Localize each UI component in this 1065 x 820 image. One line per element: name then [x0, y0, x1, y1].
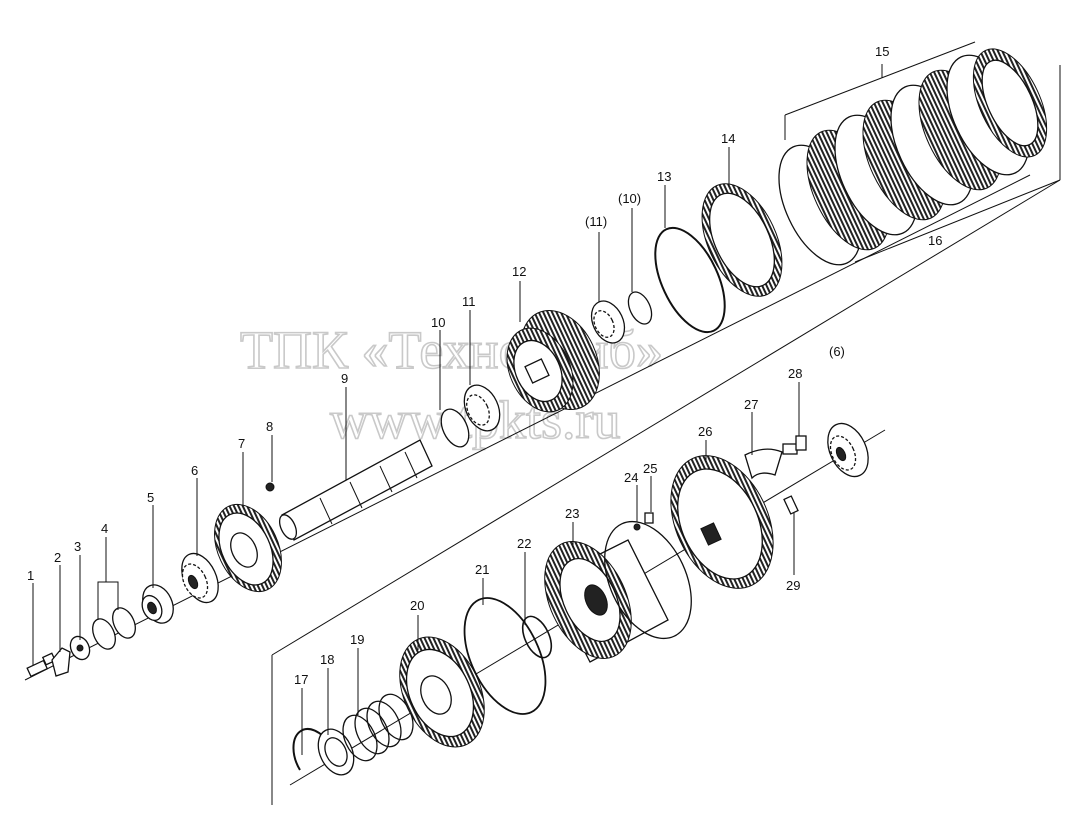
bracket-16-line: [854, 179, 1061, 263]
label-11: 11: [462, 294, 476, 309]
label-10: 10: [431, 315, 445, 330]
label-6b: (6): [829, 344, 845, 359]
part-3-hole: [76, 644, 84, 652]
label-4: 4: [101, 521, 108, 536]
label-19: 19: [350, 632, 364, 647]
part-9-shaft: [278, 439, 433, 541]
label-13: 13: [657, 169, 671, 184]
part-24-ball: [633, 523, 641, 531]
upper-axis-line: [24, 174, 1031, 681]
label-12: 12: [512, 264, 526, 279]
part-8-ball: [265, 482, 275, 492]
part-6-bearing: [181, 552, 219, 604]
part-26-gear-hub: [670, 455, 774, 589]
part-15-16-clutch-pack: [778, 48, 1048, 266]
label-9: 9: [341, 371, 348, 386]
part-13-retaining-ring: [654, 226, 726, 334]
label-2: 2: [54, 550, 61, 565]
part-28-bolt: [782, 435, 807, 455]
label-18: 18: [320, 652, 334, 667]
part-10-snap-ring: [440, 408, 470, 448]
label-11b: (11): [585, 214, 607, 229]
bracket-15-line: [784, 41, 976, 116]
part-29-pin: [783, 495, 799, 515]
part-12-double-gear: [506, 309, 600, 413]
label-8: 8: [266, 419, 273, 434]
part-21-o-ring: [463, 597, 547, 715]
part-2-lock-plate: [51, 647, 71, 677]
label-24: 24: [624, 470, 638, 485]
label-20: 20: [410, 598, 424, 613]
label-10b: (10): [618, 191, 641, 206]
part-1-bolt: [26, 652, 57, 678]
part-22-ring: [521, 615, 553, 659]
label-1: 1: [27, 568, 34, 583]
part-10b-snap-ring: [627, 291, 653, 325]
part-6b-bearing: [827, 422, 869, 478]
part-4-ring-a: [92, 618, 116, 650]
part-27-segment: [744, 448, 783, 480]
label-23: 23: [565, 506, 579, 521]
label-22: 22: [517, 536, 531, 551]
label-27: 27: [744, 397, 758, 412]
part-4-ring-b: [112, 607, 136, 639]
label-16: 16: [928, 233, 942, 248]
label-25: 25: [643, 461, 657, 476]
part-20-gear: [399, 636, 485, 748]
label-29: 29: [786, 578, 800, 593]
label-21: 21: [475, 562, 489, 577]
label-26: 26: [698, 424, 712, 439]
part-19-spring: [342, 693, 414, 762]
label-6: 6: [191, 463, 198, 478]
label-14: 14: [721, 131, 735, 146]
part-18-hole: [324, 737, 348, 767]
part-23-clutch-drum: [544, 520, 692, 663]
label-17: 17: [294, 672, 308, 687]
part-labels: 1 2 3 4 5 6 7 8 9 10 11 12 (11) (10) 13 …: [27, 44, 942, 687]
part-11-bearing: [463, 384, 501, 432]
part-14-toothed-ring: [701, 183, 783, 297]
lower-frame-top: [271, 179, 1061, 656]
label-28: 28: [788, 366, 802, 381]
label-3: 3: [74, 539, 81, 554]
label-7: 7: [238, 436, 245, 451]
part-5-nut: [141, 584, 174, 624]
part-11b-bearing: [590, 300, 626, 344]
part-7-gear: [214, 503, 282, 593]
label-5: 5: [147, 490, 154, 505]
label-15: 15: [875, 44, 889, 59]
leader-lines: [32, 147, 800, 755]
part-25-pin: [644, 512, 654, 524]
